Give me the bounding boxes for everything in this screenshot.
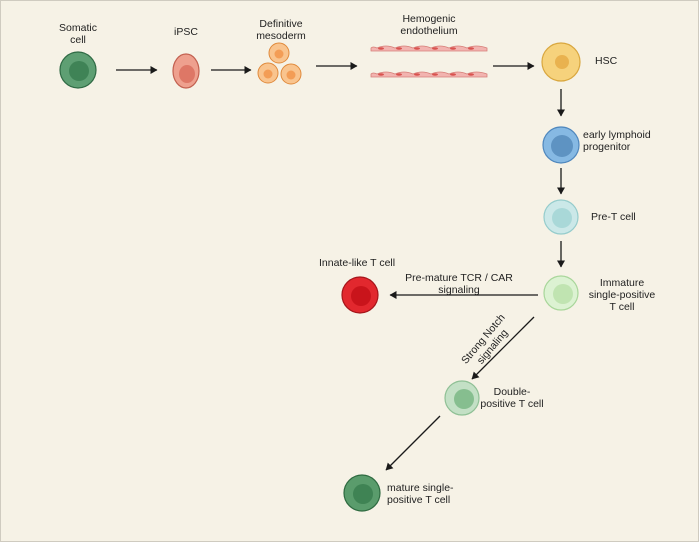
arrow-immature-to-double-positive [471,316,535,380]
pret-label: Pre-T cell [591,211,636,223]
ipsc-label: iPSC [174,26,198,38]
mature-sp-t-cell-icon [343,474,381,512]
elp-label: early lymphoid progenitor [583,129,651,153]
immature-sp-t-cell-label: Immature single-positive T cell [588,277,656,313]
double-positive-t-cell-icon [444,380,480,416]
mature-sp-t-cell-label: mature single- positive T cell [387,482,454,506]
hsc-label: HSC [595,55,618,67]
pre-t-cell-icon [543,199,579,235]
hsc-cell-icon [541,42,581,82]
mesoderm-label: Definitive mesoderm [256,18,306,42]
early-lymphoid-progenitor-icon [542,126,580,164]
hemogenic-endothelium-icon [370,45,488,78]
ipsc-cell-icon [172,53,200,89]
somatic-cell-icon [59,51,97,89]
hemogenic-endothelium-label: Hemogenic endothelium [400,13,458,37]
arrow-double-positive-to-mature [385,415,441,471]
innate-like-t-cell-label: Innate-like T cell [319,257,396,269]
mesoderm-cells-icon [257,42,302,85]
somatic-cell-label: Somatic cell [59,22,97,46]
double-positive-label: Double- positive T cell [480,386,544,410]
immature-sp-t-cell-icon [543,275,579,311]
innate-like-t-cell-icon [341,276,379,314]
tcr-car-signaling-label: Pre-mature TCR / CAR signaling [405,272,513,296]
